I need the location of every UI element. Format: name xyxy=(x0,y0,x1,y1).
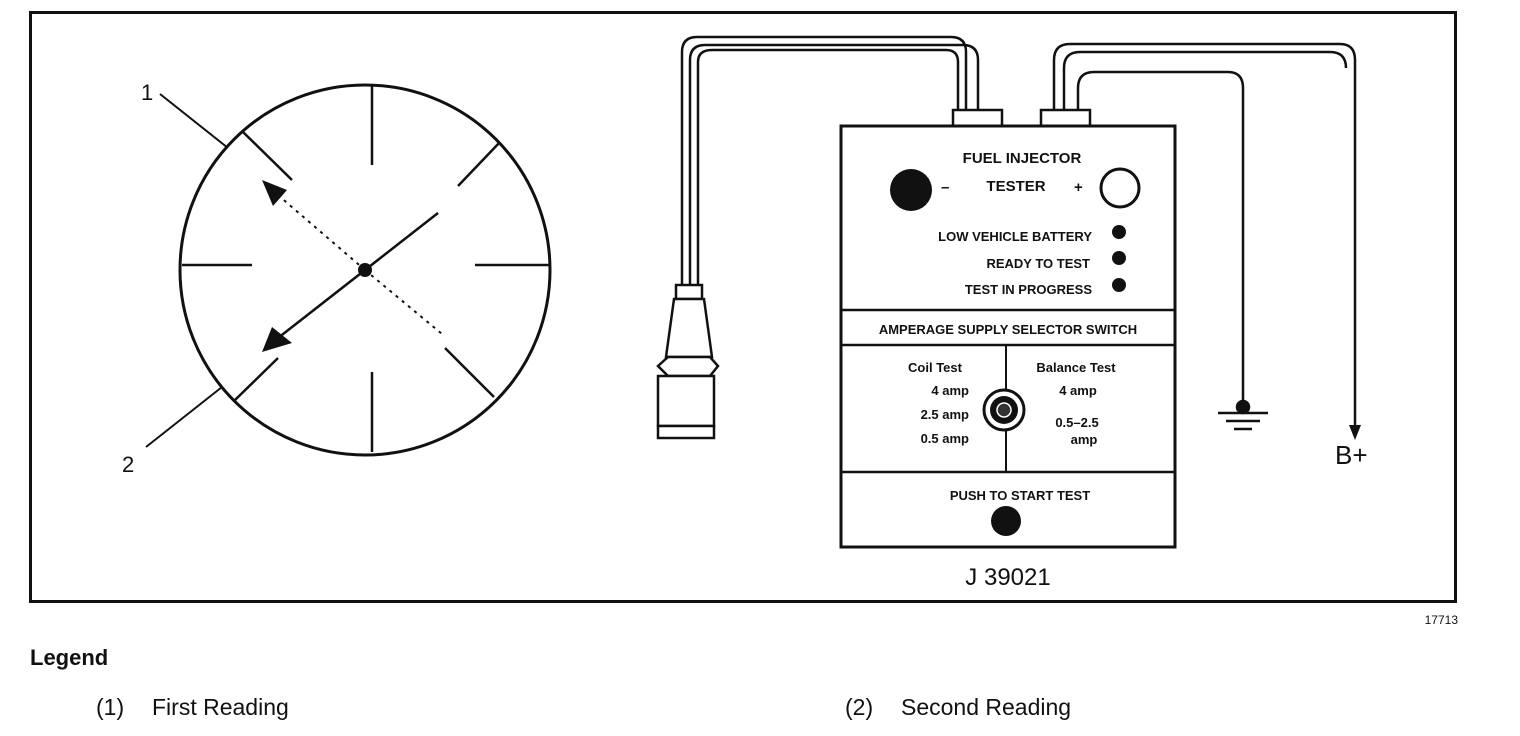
coil-test-value-3: 0.5 amp xyxy=(921,431,969,446)
indicator-low-battery-light xyxy=(1112,225,1126,239)
b-plus-arrowhead xyxy=(1349,425,1361,440)
indicator-ready-light xyxy=(1112,251,1126,265)
b-plus-label: B+ xyxy=(1335,440,1368,470)
positive-terminal[interactable] xyxy=(1099,167,1141,209)
diagram-frame xyxy=(29,11,1457,603)
balance-test-value-3: amp xyxy=(1071,432,1098,447)
legend-item-second-reading: (2) Second Reading xyxy=(845,694,1071,721)
legend-item-text: First Reading xyxy=(152,694,289,720)
legend-title: Legend xyxy=(30,645,109,670)
figure-number: 17713 xyxy=(1424,613,1458,627)
gauge-tick-marks xyxy=(182,84,550,452)
legend-item-first-reading: (1) First Reading xyxy=(96,694,289,721)
selector-header: AMPERAGE SUPPLY SELECTOR SWITCH xyxy=(879,322,1137,337)
balance-test-value-2: 0.5–2.5 xyxy=(1055,415,1098,430)
gauge-dial: 1 2 xyxy=(122,80,552,477)
coil-test-value-1: 4 amp xyxy=(931,383,969,398)
callout-1-leader xyxy=(159,93,229,149)
fuel-injector-diagram: 1 2 B+ FUEL INJECTOR T xyxy=(122,35,1368,591)
fuel-injector-tester: FUEL INJECTOR TESTER – + LOW VEHICLE BAT… xyxy=(839,108,1177,591)
tester-title-line2: TESTER xyxy=(986,178,1045,195)
injector-connector xyxy=(656,283,720,440)
positive-sign: + xyxy=(1074,179,1083,196)
first-reading-arrow xyxy=(263,182,366,271)
needle-pivot xyxy=(358,263,372,277)
model-number: J 39021 xyxy=(965,564,1050,591)
tester-title-line1: FUEL INJECTOR xyxy=(963,150,1082,167)
indicator-in-progress-label: TEST IN PROGRESS xyxy=(965,282,1092,297)
push-to-start-label: PUSH TO START TEST xyxy=(950,488,1090,503)
indicator-low-battery-label: LOW VEHICLE BATTERY xyxy=(938,229,1092,244)
right-port xyxy=(1039,108,1092,128)
left-port xyxy=(951,108,1004,128)
legend-item-text: Second Reading xyxy=(901,694,1072,720)
negative-terminal[interactable] xyxy=(890,169,932,211)
coil-test-label: Coil Test xyxy=(908,360,963,375)
indicator-ready-label: READY TO TEST xyxy=(986,256,1090,271)
balance-test-value-1: 4 amp xyxy=(1059,383,1097,398)
negative-sign: – xyxy=(941,179,949,196)
callout-1-label: 1 xyxy=(141,80,153,105)
ground-icon xyxy=(1218,399,1268,431)
legend-item-number: (2) xyxy=(845,694,874,720)
selector-knob[interactable] xyxy=(982,388,1026,432)
power-cables xyxy=(1052,42,1357,425)
second-reading-arrow xyxy=(277,212,439,339)
first-reading-arrowhead xyxy=(262,180,287,206)
balance-test-label: Balance Test xyxy=(1036,360,1116,375)
first-reading-dotted-tail xyxy=(364,269,443,335)
callout-2-label: 2 xyxy=(122,452,134,477)
legend-item-number: (1) xyxy=(96,694,125,720)
callout-2-leader xyxy=(145,386,223,448)
indicator-in-progress-light xyxy=(1112,278,1126,292)
start-test-button[interactable] xyxy=(991,506,1021,536)
coil-test-value-2: 2.5 amp xyxy=(921,407,969,422)
injector-cable xyxy=(680,35,980,285)
second-reading-arrowhead xyxy=(262,327,292,352)
